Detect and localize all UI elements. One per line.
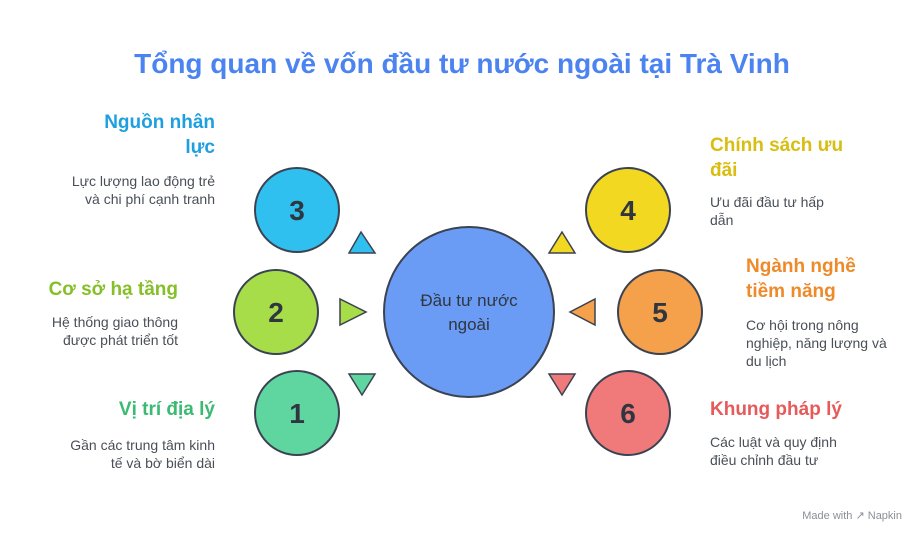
page-title: Tổng quan về vốn đầu tư nước ngoài tại T…	[134, 48, 790, 79]
desc-1: Gần các trung tâm kinh tế và bờ biển dài	[70, 437, 215, 471]
heading-3: Nguồn nhân lực	[104, 112, 215, 158]
heading-6: Khung pháp lý	[710, 399, 842, 420]
number-3: 3	[289, 195, 305, 226]
desc-5: Cơ hội trong nông nghiệp, năng lượng và …	[746, 317, 887, 369]
napkin-brand: Napkin	[867, 510, 902, 522]
circle-2	[233, 269, 319, 355]
pointer-2	[339, 297, 368, 327]
heading-4: Chính sách ưu đãi	[710, 135, 844, 181]
center-label-line1: Đầu tư nước	[420, 291, 518, 310]
pointer-6	[547, 373, 577, 397]
heading-1: Vị trí địa lý	[118, 399, 215, 420]
made-with-napkin: Made with ↗ Napkin	[802, 509, 902, 522]
circle-6	[585, 370, 671, 456]
circle-4	[585, 167, 671, 253]
center-label-line2: ngoài	[448, 315, 490, 334]
number-1: 1	[289, 398, 305, 429]
made-with-label: Made with	[802, 510, 853, 522]
circle-1	[254, 370, 340, 456]
pointer-3	[347, 230, 377, 254]
number-4: 4	[620, 195, 636, 226]
desc-6: Các luật và quy định điều chỉnh đầu tư	[710, 434, 837, 468]
napkin-icon: ↗	[855, 510, 865, 522]
number-6: 6	[620, 398, 636, 429]
circle-3	[254, 167, 340, 253]
heading-5: Ngành nghề tiềm năng	[746, 256, 856, 302]
heading-2: Cơ sở hạ tầng	[48, 279, 178, 300]
pointer-5	[568, 297, 596, 327]
center-circle	[383, 226, 555, 398]
number-5: 5	[652, 297, 668, 328]
number-2: 2	[268, 297, 284, 328]
desc-2: Hệ thống giao thông được phát triển tốt	[51, 314, 178, 348]
pointer-4	[547, 230, 577, 254]
desc-3: Lực lượng lao động trẻ và chi phí cạnh t…	[71, 173, 215, 207]
circle-5	[617, 269, 703, 355]
pointer-1	[347, 373, 377, 397]
desc-4: Ưu đãi đầu tư hấp dẫn	[710, 194, 824, 228]
